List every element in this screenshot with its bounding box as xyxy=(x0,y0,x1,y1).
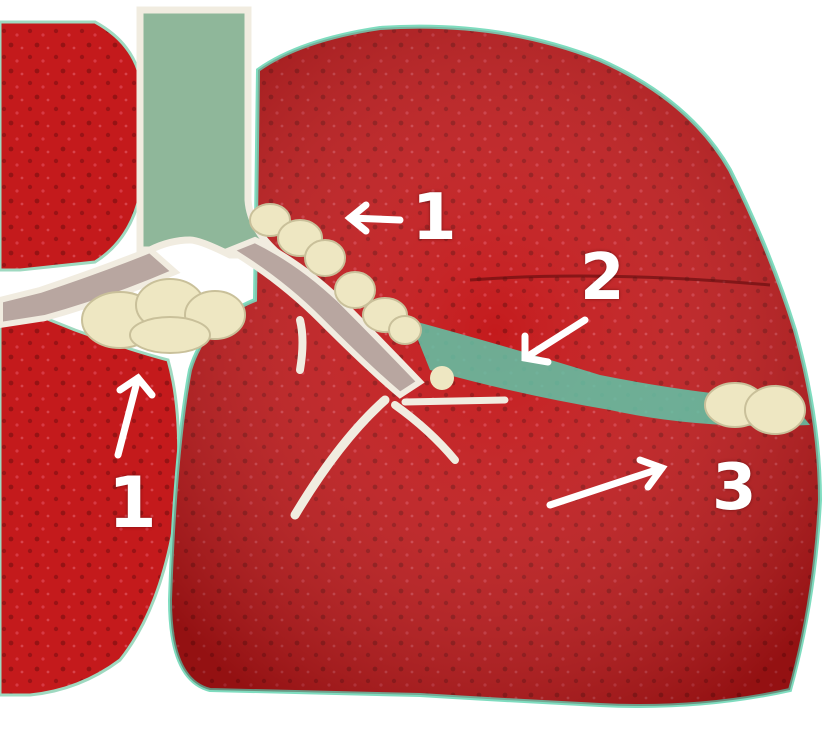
label-hilar-node-lower: 1 xyxy=(108,468,157,538)
small-lymph-node xyxy=(430,366,454,390)
left-upper-lobe xyxy=(0,22,140,270)
bronchial-branch xyxy=(405,400,505,402)
bronchial-branch xyxy=(300,320,303,370)
label-hilar-node: 1 xyxy=(412,186,457,250)
label-lymphangitis: 2 xyxy=(580,246,625,310)
label-primary-focus: 3 xyxy=(712,456,757,520)
